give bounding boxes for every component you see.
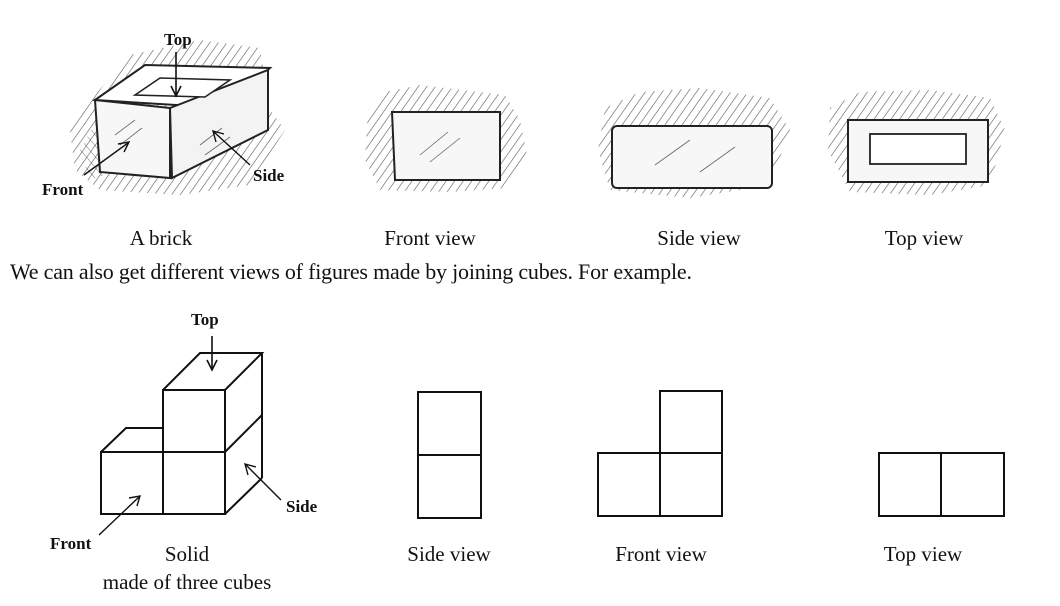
cube-side-label: Side	[286, 497, 318, 516]
cube-top-view	[878, 452, 1005, 517]
brick-front-view	[365, 85, 528, 192]
cube-front-view	[597, 390, 723, 517]
brick-front-label: Front	[42, 180, 84, 199]
body-sentence: We can also get different views of figur…	[10, 259, 692, 284]
cube-front-label: Front	[50, 534, 92, 553]
cube-side-view	[417, 391, 482, 519]
brick-side-label: Side	[253, 166, 285, 185]
caption-brick-side-view: Side view	[657, 226, 741, 250]
caption-cube-front-view: Front view	[615, 542, 707, 566]
three-cube-solid	[98, 336, 282, 536]
brick-side-view	[598, 88, 790, 198]
caption-solid-line2: made of three cubes	[102, 570, 272, 594]
brick-top-view	[828, 90, 1005, 195]
brick-top-label: Top	[164, 30, 192, 49]
caption-cube-side-view: Side view	[407, 542, 491, 566]
caption-cube-top-view: Top view	[883, 542, 963, 566]
brick-illustration	[70, 40, 285, 195]
caption-a-brick: A brick	[129, 226, 193, 250]
caption-brick-top-view: Top view	[884, 226, 964, 250]
caption-brick-front-view: Front view	[384, 226, 476, 250]
cube-top-label: Top	[191, 310, 219, 329]
caption-solid-line1: Solid	[164, 542, 210, 566]
